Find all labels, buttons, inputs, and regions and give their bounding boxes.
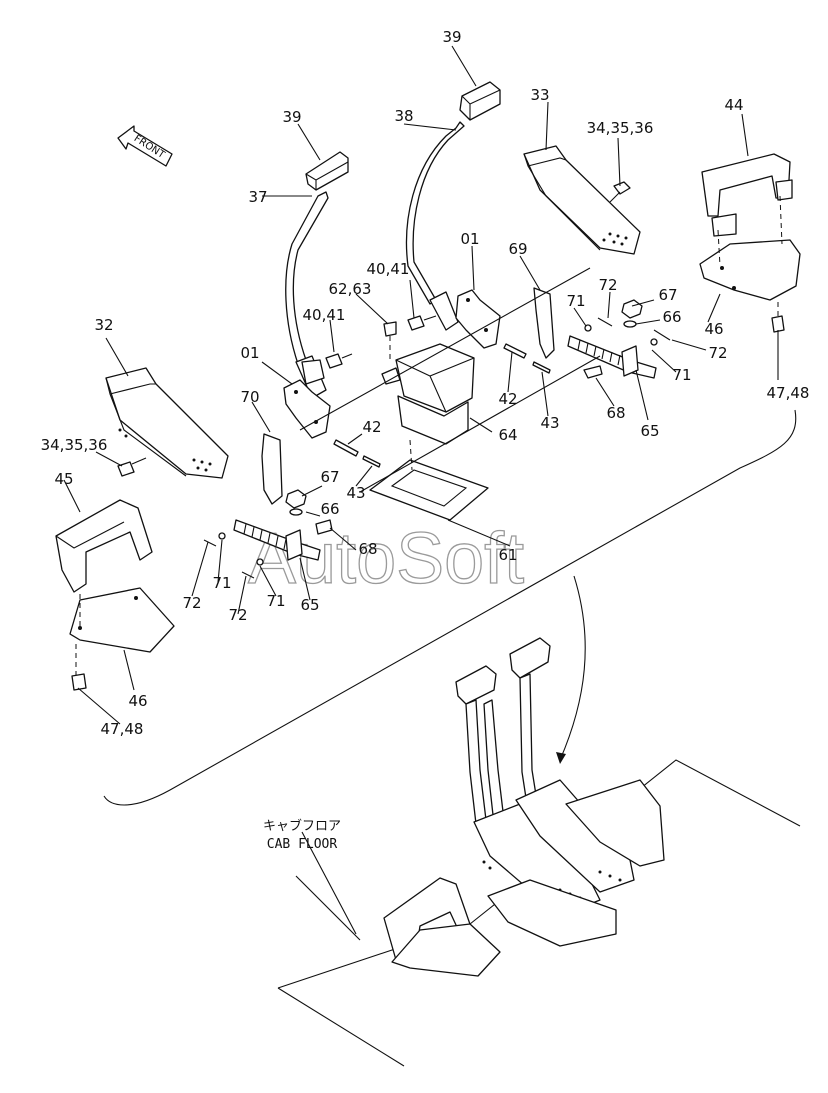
assembled-footrest (383, 877, 501, 977)
pedal-33 (523, 145, 641, 255)
assembled-valve-base (487, 779, 665, 947)
label-38: 38 (394, 107, 413, 125)
cotter-pins-72-upper (597, 317, 671, 341)
bolt-34-35-36-upper (609, 181, 631, 203)
cab-floor-label-jp: キャブフロア (263, 818, 341, 834)
label-47-48-lower: 47,48 (101, 720, 144, 738)
washer-71-upper-a (584, 324, 592, 332)
washer-66-upper (623, 320, 637, 328)
label-43-lower: 43 (346, 484, 365, 502)
washer-71-upper-b (650, 338, 658, 346)
label-69: 69 (508, 240, 527, 258)
label-40-41-lower: 40,41 (303, 306, 346, 324)
label-66-upper: 66 (662, 308, 681, 326)
bracket-01-upper (455, 289, 501, 349)
pin-42-upper (503, 343, 527, 359)
pin-43-upper (532, 361, 551, 374)
pin-42-lower (333, 439, 359, 457)
label-39-left: 39 (282, 108, 301, 126)
label-72-lower-a: 72 (182, 594, 201, 612)
assembly-arrow (559, 575, 586, 761)
bolt-34-35-36-lower (117, 457, 147, 477)
nut-67-upper (621, 299, 643, 319)
pedal-32 (105, 367, 229, 479)
label-70: 70 (240, 388, 259, 406)
label-45: 45 (54, 470, 73, 488)
label-72-lower-b: 72 (228, 606, 247, 624)
lever-grip-39-right (459, 81, 501, 121)
label-46-upper: 46 (704, 320, 723, 338)
bracket-70 (261, 433, 283, 505)
plate-46-upper (699, 239, 801, 301)
label-72-upper-a: 72 (598, 276, 617, 294)
pin-68-upper (583, 365, 603, 379)
label-01-upper: 01 (460, 230, 479, 248)
callouts: 39 38 39 37 33 34,35,36 44 01 69 40,41 6… (41, 28, 810, 935)
assembly-arrow-head (556, 752, 566, 764)
bolt-40-41-upper (407, 315, 437, 331)
label-71-lower-a: 71 (212, 574, 231, 592)
label-64: 64 (498, 426, 517, 444)
footrest-44 (701, 153, 793, 237)
bolt-62-63 (383, 321, 397, 360)
label-71-upper-a: 71 (566, 292, 585, 310)
bolt-47-48-upper (771, 302, 785, 333)
spring-assembly-65-lower (233, 519, 321, 561)
assembled-lever-grips (455, 637, 551, 825)
label-44: 44 (724, 96, 743, 114)
label-67-lower: 67 (320, 468, 339, 486)
label-72-upper-b: 72 (708, 344, 727, 362)
watermark-text: AutoSoft (248, 519, 524, 599)
bolt-47-48-lower (71, 673, 87, 691)
label-34-35-36-upper: 34,35,36 (587, 119, 654, 137)
label-65-lower: 65 (300, 596, 319, 614)
dash-44-46 (717, 195, 783, 267)
lever-rod-38 (405, 121, 465, 331)
bracket-69 (533, 287, 555, 359)
nut-67-lower (285, 489, 307, 509)
label-01-lower: 01 (240, 344, 259, 362)
label-40-41-upper: 40,41 (367, 260, 410, 278)
lever-grip-39-left (305, 151, 349, 191)
label-37: 37 (248, 188, 267, 206)
label-68-upper: 68 (606, 404, 625, 422)
label-42-lower: 42 (362, 418, 381, 436)
label-71-lower-b: 71 (266, 592, 285, 610)
label-47-48-upper: 47,48 (767, 384, 810, 402)
washer-71-lower-a (218, 532, 226, 540)
pilot-valve-64 (381, 343, 475, 445)
label-42-upper: 42 (498, 390, 517, 408)
label-32: 32 (94, 316, 113, 334)
washer-71-lower-b (256, 558, 264, 566)
pin-43-lower (362, 455, 381, 468)
cab-floor-label-en: CAB FLOOR (267, 837, 338, 852)
label-34-35-36-lower: 34,35,36 (41, 436, 108, 454)
label-67-upper: 67 (658, 286, 677, 304)
label-39-right: 39 (442, 28, 461, 46)
front-arrow-icon: FRONT (117, 125, 173, 167)
lever-rod-37 (285, 191, 329, 399)
label-61: 61 (498, 546, 517, 564)
label-68-lower: 68 (358, 540, 377, 558)
plate-46-lower (69, 587, 175, 653)
spring-assembly-65-upper (567, 335, 657, 379)
label-66-lower: 66 (320, 500, 339, 518)
cotter-pins-72-lower (203, 539, 255, 579)
separator-curve (103, 409, 797, 806)
label-46-lower: 46 (128, 692, 147, 710)
label-62-63: 62,63 (329, 280, 372, 298)
washer-66-lower (289, 508, 303, 516)
assembled-pedals (473, 779, 635, 917)
plate-61 (369, 459, 489, 521)
label-65-upper: 65 (640, 422, 659, 440)
label-71-upper-b: 71 (672, 366, 691, 384)
footrest-45 (55, 499, 153, 593)
label-33: 33 (530, 86, 549, 104)
label-43-upper: 43 (540, 414, 559, 432)
bolt-40-41-lower (325, 353, 353, 369)
